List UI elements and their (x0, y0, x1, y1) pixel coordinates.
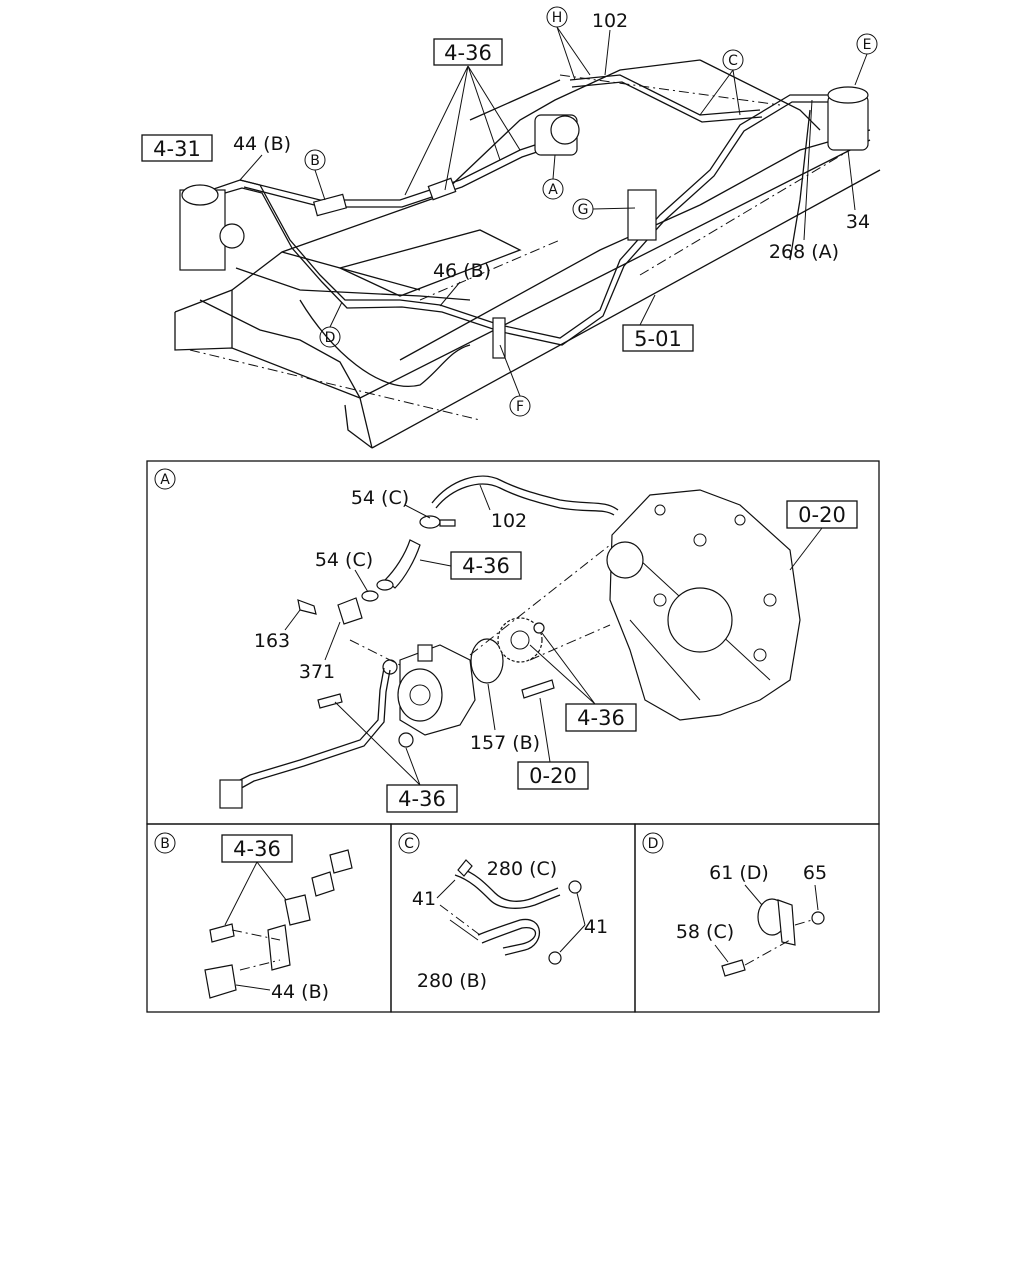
label-44b-detail: 44 (B) (271, 981, 329, 1003)
gear-nut (533, 622, 545, 634)
detail-a-ref-4-36-right: 4-36 (565, 703, 637, 732)
detail-c-tag: C (398, 832, 420, 854)
drive-gear (497, 617, 543, 663)
svg-text:B: B (310, 153, 320, 169)
svg-text:0-20: 0-20 (529, 764, 577, 788)
svg-text:H: H (552, 10, 563, 26)
svg-text:4-36: 4-36 (398, 787, 446, 811)
clamp-54c-mid (361, 590, 379, 602)
label-58c: 58 (C) (676, 921, 734, 943)
svg-text:4-36: 4-36 (233, 837, 281, 861)
label-54c-mid: 54 (C) (315, 549, 373, 571)
label-280b: 280 (B) (417, 970, 487, 992)
housing-bore (667, 587, 733, 653)
svg-text:A: A (160, 472, 170, 488)
clip-f (492, 317, 506, 359)
svg-text:4-31: 4-31 (153, 137, 201, 161)
callout-f: F (509, 395, 531, 417)
bolt-b (209, 923, 235, 943)
callout-c: C (722, 49, 744, 71)
label-102-overview: 102 (592, 10, 628, 32)
nut-65 (811, 911, 825, 925)
svg-text:C: C (728, 53, 738, 69)
callout-h: H (546, 6, 568, 28)
callout-d: D (319, 326, 341, 348)
callout-a: A (542, 178, 564, 200)
pipe-runs (204, 74, 830, 346)
vacuum-pump (382, 644, 476, 736)
svg-text:4-36: 4-36 (444, 41, 492, 65)
detail-a-ref-0-20-bottom: 0-20 (517, 761, 589, 790)
svg-text:D: D (648, 836, 659, 852)
label-280c: 280 (C) (487, 858, 557, 880)
svg-text:0-20: 0-20 (798, 503, 846, 527)
callout-e: E (856, 33, 878, 55)
bracket-b (267, 924, 291, 971)
bracket-d (777, 899, 796, 946)
detail-d-tag: D (642, 832, 664, 854)
nut-lower (398, 732, 414, 748)
hose-short (384, 539, 421, 589)
svg-text:4-36: 4-36 (577, 706, 625, 730)
label-268a: 268 (A) (769, 241, 839, 263)
detail-a-tag: A (154, 468, 176, 490)
svg-text:5-01: 5-01 (634, 327, 682, 351)
label-44b-overview: 44 (B) (233, 133, 291, 155)
o-ring-157b (470, 638, 504, 684)
label-157b: 157 (B) (470, 732, 540, 754)
detail-a-ref-0-20-right: 0-20 (786, 500, 858, 529)
svg-text:C: C (404, 836, 414, 852)
bolt-lower (317, 693, 343, 709)
label-102-detail: 102 (491, 510, 527, 532)
svg-text:B: B (160, 836, 170, 852)
svg-text:F: F (516, 399, 524, 415)
stud (521, 679, 555, 699)
label-61d: 61 (D) (709, 862, 769, 884)
fitting-44b (204, 964, 237, 999)
overview-ref-5-01: 5-01 (622, 324, 694, 352)
label-163: 163 (254, 630, 290, 652)
overview-ref-4-31: 4-31 (141, 134, 213, 162)
label-41-right: 41 (584, 916, 608, 938)
bolt-163 (297, 599, 317, 615)
label-41-left: 41 (412, 888, 436, 910)
svg-text:4-36: 4-36 (462, 554, 510, 578)
detail-a-ref-4-36-top: 4-36 (450, 551, 522, 580)
label-371: 371 (299, 661, 335, 683)
label-65: 65 (803, 862, 827, 884)
clamp-c-lower (548, 951, 562, 965)
callout-b: B (304, 149, 326, 171)
detail-a-ref-4-36-bottom: 4-36 (386, 784, 458, 813)
overview-ref-4-36: 4-36 (433, 38, 503, 66)
label-54c-top: 54 (C) (351, 487, 409, 509)
master-cylinder-cap (181, 184, 219, 206)
overview-components (179, 86, 869, 359)
clamp-c-right (568, 880, 582, 894)
label-34: 34 (846, 211, 870, 233)
svg-text:G: G (578, 202, 589, 218)
svg-text:A: A (548, 182, 558, 198)
callout-g: G (572, 198, 594, 220)
svg-text:D: D (325, 330, 336, 346)
label-46b-overview: 46 (B) (433, 260, 491, 282)
detail-d-panel (634, 823, 880, 1013)
flywheel-housing (606, 489, 801, 721)
fitting-371 (337, 597, 363, 625)
pipe-end-fitting (219, 779, 243, 809)
clamp-c-left (457, 859, 473, 877)
detail-b-ref-4-36: 4-36 (221, 834, 293, 863)
bolt-58c (721, 959, 746, 977)
detail-b-tag: B (154, 832, 176, 854)
svg-text:E: E (863, 37, 872, 53)
bracket-g (627, 189, 657, 241)
